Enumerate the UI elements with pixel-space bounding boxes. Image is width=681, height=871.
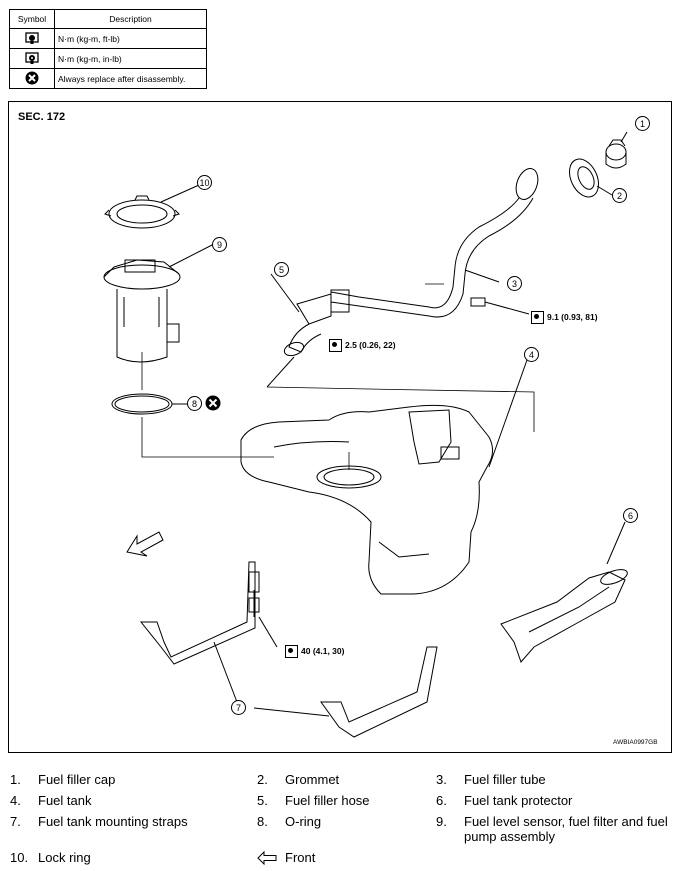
- symbol-desc-inlb: N·m (kg-m, in-lb): [54, 48, 207, 69]
- mounting-straps-drawing: [139, 561, 438, 738]
- callout-9: 9: [212, 237, 227, 252]
- callout-8: 8: [187, 396, 202, 411]
- section-label: SEC. 172: [18, 111, 66, 123]
- symbol-table: Symbol Description N·m (kg-m, ft-lb) N·m…: [9, 9, 207, 89]
- front-arrow-icon: [126, 531, 164, 557]
- figure-code: AWBIA0997GB: [613, 739, 658, 746]
- callout-5: 5: [274, 262, 289, 277]
- torque-wrench-inlb-icon: [329, 339, 342, 352]
- torque-wrench-kgm-icon: [25, 31, 39, 44]
- replace-x-icon: [205, 395, 221, 411]
- torque-wrench-inlb-icon: [531, 311, 544, 324]
- symbol-desc-replace: Always replace after disassembly.: [54, 68, 207, 89]
- assembly-guide-lines: [141, 283, 535, 470]
- callout-7: 7: [231, 700, 246, 715]
- torque-spec-strap-bolt: 40 (4.1, 30): [285, 645, 344, 658]
- fuel-tank-protector-drawing: [500, 521, 628, 663]
- torque-value-hose-clamp: 2.5 (0.26, 22): [345, 339, 396, 350]
- fuel-tank-drawing: [240, 359, 528, 595]
- callout-2: 2: [612, 188, 627, 203]
- callout-1: 1: [635, 116, 650, 131]
- callout-3: 3: [507, 276, 522, 291]
- torque-wrench-inlb-icon: [25, 51, 39, 64]
- torque-value-strap-bolt: 40 (4.1, 30): [301, 645, 345, 656]
- torque-wrench-kgm-icon: [285, 645, 298, 658]
- exploded-diagram: SEC. 172: [8, 101, 672, 753]
- description-header: Description: [54, 9, 207, 29]
- callout-6: 6: [623, 508, 638, 523]
- replace-x-icon: [25, 71, 39, 84]
- torque-spec-tube-bolt: 9.1 (0.93, 81): [531, 311, 598, 324]
- front-arrow-icon: [257, 851, 277, 865]
- callout-10: 10: [197, 175, 212, 190]
- fuel-pump-assembly-drawing: [103, 243, 215, 363]
- o-ring-drawing: [111, 393, 189, 415]
- parts-drawing: [103, 131, 628, 738]
- fuel-filler-tube-drawing: [330, 168, 539, 318]
- fuel-filler-hose-drawing: [266, 273, 350, 388]
- fuel-filler-cap-drawing: [605, 131, 628, 169]
- front-label: Front: [285, 850, 316, 865]
- symbol-desc-kgm: N·m (kg-m, ft-lb): [54, 28, 207, 49]
- grommet-drawing: [568, 158, 613, 198]
- symbol-header: Symbol: [9, 9, 55, 29]
- lock-ring-drawing: [104, 184, 200, 229]
- torque-spec-hose-clamp: 2.5 (0.26, 22): [329, 339, 396, 352]
- torque-value-tube-bolt: 9.1 (0.93, 81): [547, 311, 598, 322]
- callout-4: 4: [524, 347, 539, 362]
